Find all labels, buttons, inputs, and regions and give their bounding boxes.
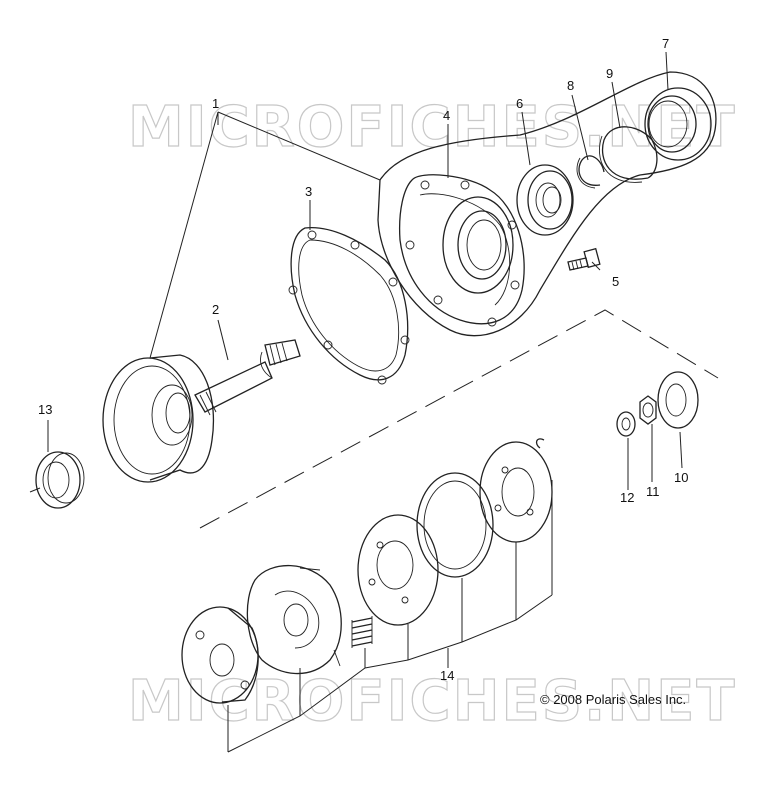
- spring[interactable]: [351, 616, 373, 648]
- friction-plate-b[interactable]: [357, 514, 439, 626]
- ring-plate[interactable]: [416, 472, 494, 578]
- alignment-line: [199, 309, 719, 529]
- callout-11: 11: [646, 484, 660, 499]
- washer-12[interactable]: [616, 411, 636, 437]
- callout-3: 3: [305, 184, 312, 199]
- callout-10: 10: [674, 470, 688, 485]
- clip[interactable]: [535, 438, 545, 449]
- snap-ring-8[interactable]: [576, 155, 605, 189]
- bolt-5[interactable]: [567, 247, 601, 271]
- callout-2: 2: [212, 302, 219, 317]
- callout-14: 14: [440, 668, 454, 683]
- gasket-3[interactable]: [288, 226, 410, 385]
- friction-plate-a[interactable]: [479, 441, 553, 543]
- callout-6: 6: [516, 96, 523, 111]
- callout-5: 5: [612, 274, 619, 289]
- callout-9: 9: [606, 66, 613, 81]
- bearing-6[interactable]: [516, 164, 574, 236]
- leader-lines: [47, 51, 683, 490]
- clutch-shoe-assembly[interactable]: [246, 564, 342, 675]
- callout-4: 4: [443, 108, 450, 123]
- copyright-notice: © 2008 Polaris Sales Inc.: [540, 692, 686, 707]
- callout-1: 1: [212, 96, 219, 111]
- callout-8: 8: [567, 78, 574, 93]
- callout-12: 12: [620, 490, 634, 505]
- nut-11[interactable]: [639, 395, 657, 425]
- housing-envelope: [377, 71, 717, 337]
- callout-7: 7: [662, 36, 669, 51]
- washer-10[interactable]: [657, 371, 699, 429]
- bracket-14: [227, 480, 553, 753]
- callout-13: 13: [38, 402, 52, 417]
- seal-ring-7[interactable]: [644, 87, 712, 161]
- clutch-drum-2[interactable]: [102, 339, 301, 483]
- housing-cover-4[interactable]: [398, 174, 525, 327]
- oil-seal-13[interactable]: [29, 451, 85, 509]
- drive-plate[interactable]: [181, 606, 259, 704]
- watermark-top: MICROFICHES.NET: [128, 95, 737, 160]
